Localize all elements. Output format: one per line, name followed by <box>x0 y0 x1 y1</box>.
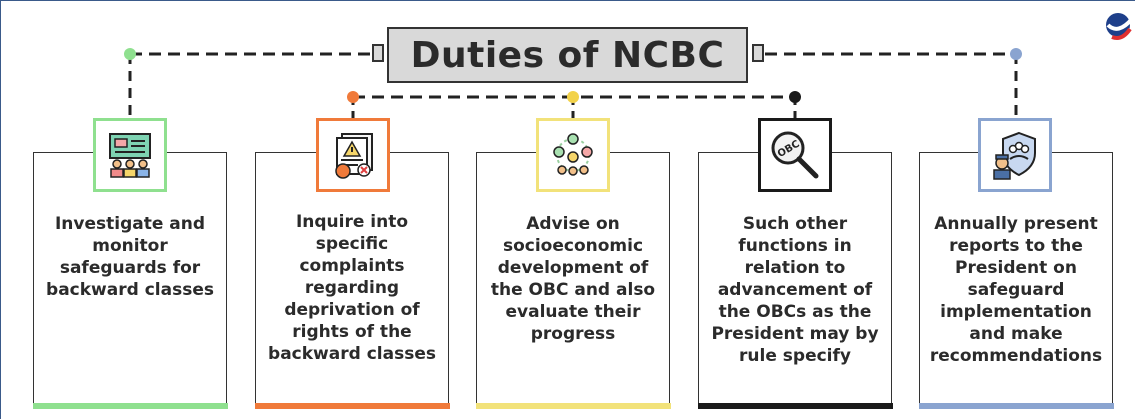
community-development-icon <box>536 118 610 192</box>
duty-card-2: Inquire into specific complaints regardi… <box>254 152 450 409</box>
duty-card-5: Annually present reports to the Presiden… <box>918 152 1114 409</box>
dot-green <box>124 48 136 60</box>
card-accent-bar <box>32 402 228 409</box>
duty-card-4: Such other functions in relation to adva… <box>697 152 893 409</box>
card-accent-bar <box>918 402 1114 409</box>
obc-magnifier-icon: OBC <box>758 118 832 192</box>
duty-text-1: Investigate and monitor safeguards for b… <box>46 214 214 300</box>
dot-orange <box>347 91 359 103</box>
dot-blue <box>1010 48 1022 60</box>
card-accent-bar <box>254 402 450 409</box>
duty-card-1: Investigate and monitor safeguards for b… <box>32 152 228 409</box>
title-tab-left <box>372 44 384 62</box>
classroom-presentation-icon <box>93 118 167 192</box>
duty-text-2: Inquire into specific complaints regardi… <box>268 212 436 364</box>
duty-text-3: Advise on socioeconomic development of t… <box>490 214 656 344</box>
title-box: Duties of NCBC <box>387 27 748 83</box>
duty-text-5: Annually present reports to the Presiden… <box>929 214 1103 366</box>
complaint-document-icon <box>316 118 390 192</box>
card-accent-bar <box>475 402 671 409</box>
card-accent-bar <box>697 402 893 409</box>
brand-logo-icon <box>1104 11 1134 49</box>
title-tab-right <box>752 44 764 62</box>
shield-officer-icon <box>978 118 1052 192</box>
duty-card-3: Advise on socioeconomic development of t… <box>475 152 671 409</box>
dot-black <box>789 91 801 103</box>
duty-text-4: Such other functions in relation to adva… <box>711 214 879 366</box>
dot-yellow <box>567 91 579 103</box>
page-title: Duties of NCBC <box>410 34 725 76</box>
